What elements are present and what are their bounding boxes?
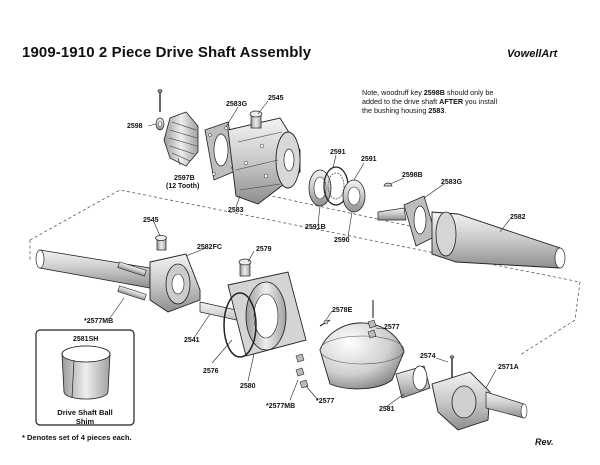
part-label-2582: 2582 — [510, 214, 526, 221]
part-2545-oil-cup-mid — [155, 235, 167, 251]
part-label-2574: 2574 — [420, 353, 436, 360]
part-label-2545-top: 2545 — [268, 95, 284, 102]
part-label-2541: 2541 — [184, 337, 200, 344]
part-label-2583G-right: 2583G — [441, 179, 463, 186]
note-text-3: you install the bushing housing — [362, 97, 498, 115]
part-label-2597B-sub: (12 Tooth) — [166, 183, 200, 190]
part-2583-bushing-housing — [227, 117, 301, 205]
part-2579-oil-cup — [238, 258, 252, 277]
part-label-2590: 2590 — [334, 237, 350, 244]
part-label-2598: 2598 — [127, 123, 143, 130]
brand-label: VowellArt — [507, 48, 558, 60]
part-2576-ball-cap-flange — [227, 271, 307, 357]
part-2591-bearing-rings — [308, 166, 366, 213]
part-label-2583: 2583 — [228, 207, 244, 214]
part-2577-ball-housing — [319, 322, 405, 390]
part-label-2597B: 2597B — [174, 175, 195, 182]
part-label-2578E: 2578E — [332, 307, 353, 314]
note-housing: 2583 — [428, 106, 445, 115]
part-2582FC-flange-coupling — [149, 253, 201, 313]
note-after: AFTER — [439, 97, 464, 106]
part-2582-drive-shaft-housing — [377, 207, 566, 269]
part-label-2591B: 2591B — [305, 224, 326, 231]
part-2545-oil-cup-top — [249, 110, 263, 129]
part-label-2577: 2577 — [384, 324, 400, 331]
part-label-2580: 2580 — [240, 383, 256, 390]
note-text-4: . — [444, 106, 447, 115]
part-label-2583G-top: 2583G — [226, 101, 248, 108]
part-label-2545-mid: 2545 — [143, 217, 159, 224]
page-title: 1909-1910 2 Piece Drive Shaft Assembly — [22, 44, 312, 61]
part-2571A-universal-joint — [431, 371, 528, 431]
part-label-2577-star: *2577 — [316, 398, 335, 405]
part-2597B-pinion-gear — [163, 111, 199, 167]
part-label-2576: 2576 — [203, 368, 219, 375]
inset-caption: Drive Shaft Ball Shim — [40, 408, 130, 426]
footnote: * Denotes set of 4 pieces each. — [22, 433, 132, 442]
part-label-2598B: 2598B — [402, 172, 423, 179]
note-text-2: should only be added to the drive shaft — [362, 88, 494, 106]
assembly-note: Note, woodruff key 2598B should only be … — [362, 88, 507, 115]
leader-lines — [109, 100, 511, 408]
part-2581-bushing — [395, 365, 431, 399]
note-text-1: Note, woodruff key — [362, 88, 424, 97]
part-label-2591-b: 2591 — [361, 156, 377, 163]
revision-label: Rev. — [535, 437, 554, 447]
part-label-2577MB-left: *2577MB — [84, 318, 114, 325]
part-label-2591-a: 2591 — [330, 149, 346, 156]
part-label-2581: 2581 — [379, 406, 395, 413]
part-label-2581SH: 2581SH — [73, 336, 99, 343]
part-2577MB-bolts-left — [117, 261, 147, 301]
part-2583G-gasket-right — [403, 195, 437, 247]
part-2580-ring — [223, 292, 257, 358]
inset-caption-line1: Drive Shaft Ball — [57, 408, 113, 417]
inset-2581SH-box — [35, 329, 135, 426]
part-label-2571A: 2571A — [498, 364, 519, 371]
inset-caption-line2: Shim — [75, 417, 95, 426]
part-label-2579: 2579 — [256, 246, 272, 253]
note-key: 2598B — [423, 88, 445, 97]
part-label-2577MB-bottom: *2577MB — [266, 403, 296, 410]
part-2598-pin — [155, 89, 165, 131]
part-2578E-pin — [319, 319, 331, 327]
part-label-2582FC: 2582FC — [197, 244, 222, 251]
